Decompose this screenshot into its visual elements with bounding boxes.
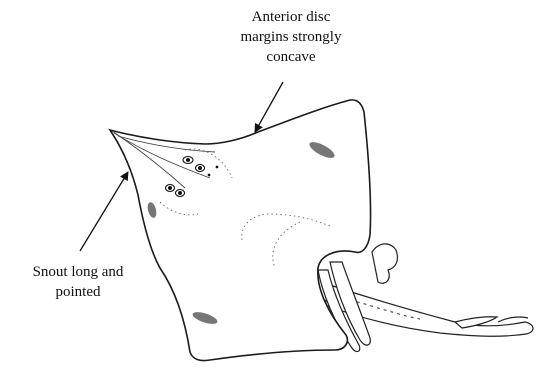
snout-label-line-2: pointed bbox=[2, 282, 154, 302]
snout-arrow bbox=[80, 172, 128, 251]
skate-disc bbox=[110, 100, 371, 361]
anterior-disc-label: Anterior disc margins strongly concave bbox=[208, 7, 374, 67]
snout-label: Snout long and pointed bbox=[2, 262, 154, 302]
anterior-disc-label-line-3: concave bbox=[208, 47, 374, 67]
snout-label-line-1: Snout long and bbox=[2, 262, 154, 282]
anterior-disc-label-line-1: Anterior disc bbox=[208, 7, 374, 27]
anterior-disc-label-line-2: margins strongly bbox=[208, 27, 374, 47]
